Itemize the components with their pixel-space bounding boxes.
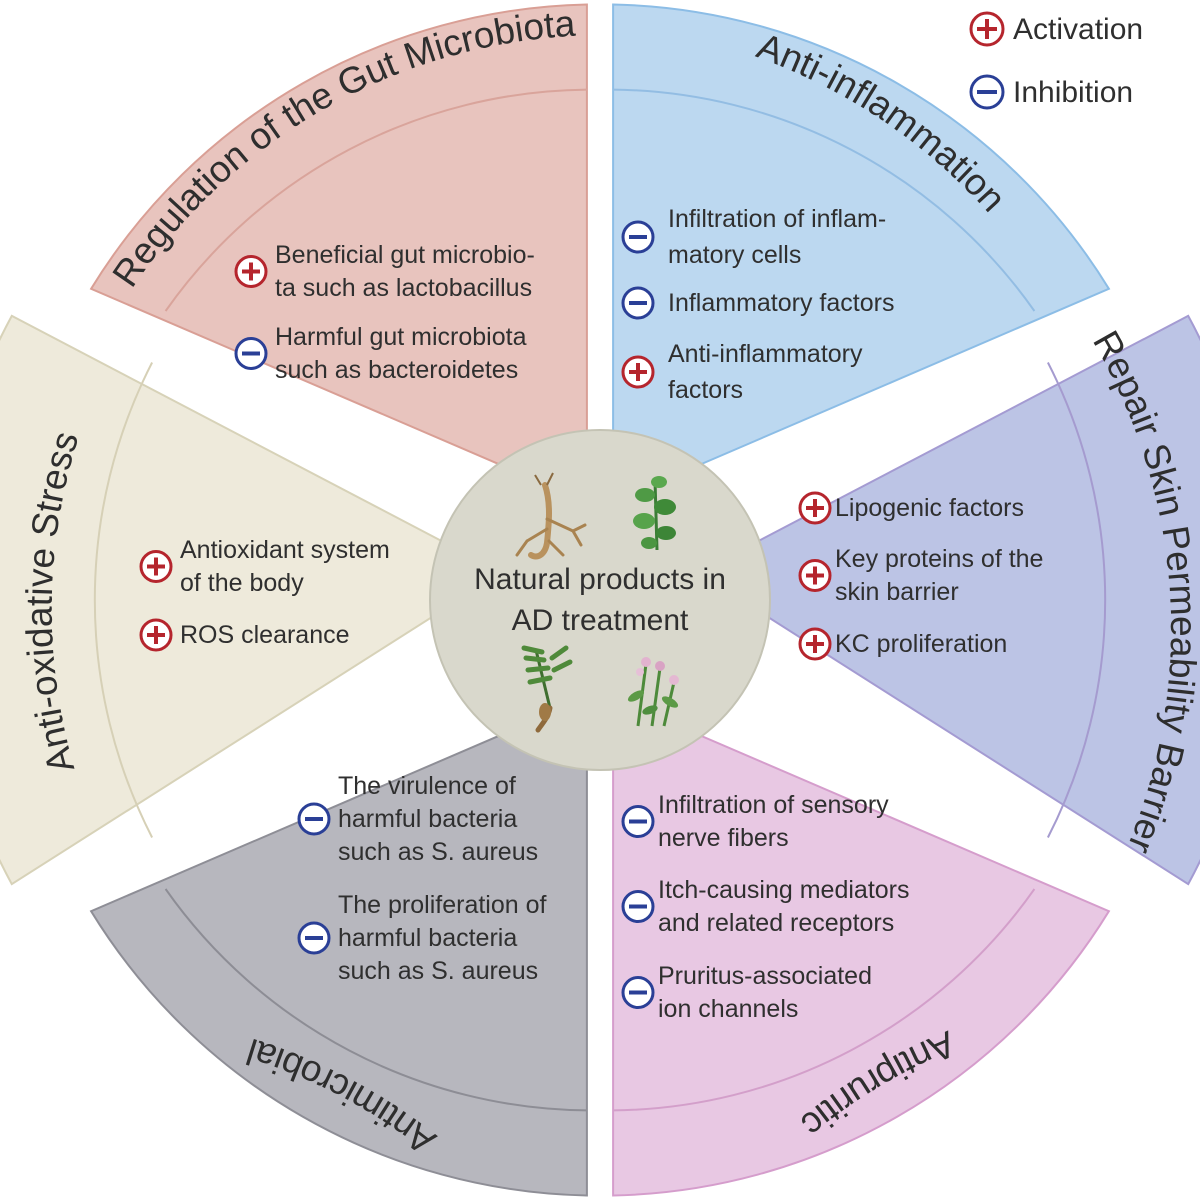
antimicrobial-item-2-line-2: harmful bacteria [338, 924, 517, 952]
sector-antipruritic-shape [612, 696, 1111, 1197]
gut-item-1-line-2: ta such as lactobacillus [275, 274, 532, 302]
inflammation-item-3-line-1: Anti-inflammatory [668, 340, 863, 368]
oxidative-item-1-line-1: Antioxidant system [180, 536, 390, 564]
inhibition-minus-icon [621, 976, 655, 1009]
ginseng-root-icon [515, 472, 587, 560]
inhibition-minus-icon [234, 337, 268, 370]
antipruritic-item-2-line-1: Itch-causing mediators [658, 876, 910, 904]
sector-skin-barrier: Repair Skin Permeability Barrier [696, 314, 1200, 886]
activation-plus-icon [234, 255, 268, 288]
sector-antipruritic-inner-arc [613, 888, 1036, 1112]
inhibition-minus-icon [621, 805, 655, 838]
legend-inhibition: Inhibition [969, 74, 1133, 110]
inflammation-item-1-line-2: matory cells [668, 241, 801, 269]
inhibition-minus-icon [621, 286, 655, 320]
activation-plus-icon [139, 618, 173, 652]
antipruritic-item-3: Pruritus-associated ion channels [621, 962, 872, 1023]
antimicrobial-item-1-line-1: The virulence of [338, 772, 516, 800]
center-circle [429, 429, 771, 771]
gut-item-2: Harmful gut microbiota such as bacteroide… [234, 323, 527, 384]
antipruritic-item-1-line-1: Infiltration of sensory [658, 791, 889, 819]
sector-gut-inner-arc [164, 88, 587, 312]
inhibition-minus-icon [297, 802, 331, 836]
legend-activation-label: Activation [1013, 13, 1143, 46]
activation-plus-glyph [977, 19, 997, 39]
sector-oxidative-inner-arc [93, 362, 153, 838]
skin-item-2: Key proteins of the skin barrier [798, 545, 1043, 606]
activation-plus-icon [798, 627, 832, 661]
sector-inflammation-inner-arc [613, 88, 1036, 312]
skin-item-3-line-1: KC proliferation [835, 630, 1007, 658]
oxidative-item-2: ROS clearance [139, 618, 350, 652]
legend-inhibition-label: Inhibition [1013, 76, 1133, 109]
antimicrobial-item-1-line-3: such as S. aureus [338, 838, 538, 866]
skin-item-2-line-2: skin barrier [835, 578, 959, 606]
antimicrobial-item-2-line-1: The proliferation of [338, 891, 547, 919]
inhibition-minus-icon [297, 921, 331, 955]
legend-activation: Activation [969, 11, 1143, 47]
sector-inflammation-shape [612, 3, 1111, 504]
activation-plus-icon [621, 355, 655, 389]
antimicrobial-item-2: The proliferation of harmful bacteria such… [297, 891, 547, 985]
flowering-herb-icon [627, 657, 679, 727]
legend: Activation Inhibition [969, 11, 1143, 110]
antimicrobial-item-1: The virulence of harmful bacteria such as … [297, 772, 538, 866]
skin-item-1: Lipogenic factors [798, 491, 1024, 525]
center-title-line1: Natural products in [474, 563, 726, 596]
sector-anti-oxidative-stress: Anti-oxidative Stress [0, 314, 504, 886]
activation-plus-icon [139, 550, 173, 583]
inflammation-item-1-line-1: Infiltration of inflam- [668, 205, 886, 233]
skin-item-2-line-1: Key proteins of the [835, 545, 1043, 573]
gut-item-1: Beneficial gut microbio-ta such as lacto… [234, 241, 535, 302]
skin-item-1-line-1: Lipogenic factors [835, 494, 1024, 522]
antipruritic-item-1: Infiltration of sensory nerve fibers [621, 791, 889, 852]
antipruritic-item-2: Itch-causing mediators and related recept… [621, 876, 910, 937]
inhibition-minus-icon [621, 890, 655, 923]
activation-plus-icon [798, 559, 832, 592]
center-title-line2: AD treatment [512, 604, 689, 637]
gut-item-1-line-1: Beneficial gut microbio- [275, 241, 535, 269]
activation-plus-icon [798, 491, 832, 525]
oxidative-item-1-line-2: of the body [180, 569, 304, 597]
inflammation-item-2: Inflammatory factors [621, 286, 894, 320]
fern-root-plant-icon [521, 645, 573, 733]
sector-gut-shape [89, 3, 588, 504]
antipruritic-item-1-line-2: nerve fibers [658, 824, 789, 852]
skin-item-3: KC proliferation [798, 627, 1007, 661]
antipruritic-item-3-line-2: ion channels [658, 995, 798, 1023]
inflammation-item-1: Infiltration of inflam-matory cells [621, 205, 886, 269]
inhibition-minus-icon [621, 220, 655, 254]
antimicrobial-item-2-line-3: such as S. aureus [338, 957, 538, 985]
sector-antimicrobial-shape [89, 696, 588, 1197]
center-hub: Natural products in AD treatment [429, 429, 771, 771]
inflammation-item-3-line-2: factors [668, 376, 743, 404]
leafy-herb-icon [633, 476, 676, 551]
sector-oxidative-shape [0, 314, 504, 886]
oxidative-item-2-line-1: ROS clearance [180, 621, 350, 649]
inflammation-item-3: Anti-inflammatory factors [621, 340, 863, 404]
sector-skin-inner-arc [1047, 362, 1107, 838]
antimicrobial-item-1-line-2: harmful bacteria [338, 805, 517, 833]
oxidative-item-1: Antioxidant system of the body [139, 536, 390, 597]
sector-skin-shape [696, 314, 1200, 886]
antipruritic-item-3-line-1: Pruritus-associated [658, 962, 872, 990]
sector-antimicrobial-inner-arc [164, 888, 587, 1112]
antipruritic-item-2-line-2: and related receptors [658, 909, 894, 937]
item-layer: Beneficial gut microbio-ta such as lacto… [139, 205, 1043, 1023]
inflammation-item-2-line-1: Inflammatory factors [668, 289, 894, 317]
gut-item-2-line-1: Harmful gut microbiota [275, 323, 527, 351]
gut-item-2-line-2: such as bacteroidetes [275, 356, 518, 384]
